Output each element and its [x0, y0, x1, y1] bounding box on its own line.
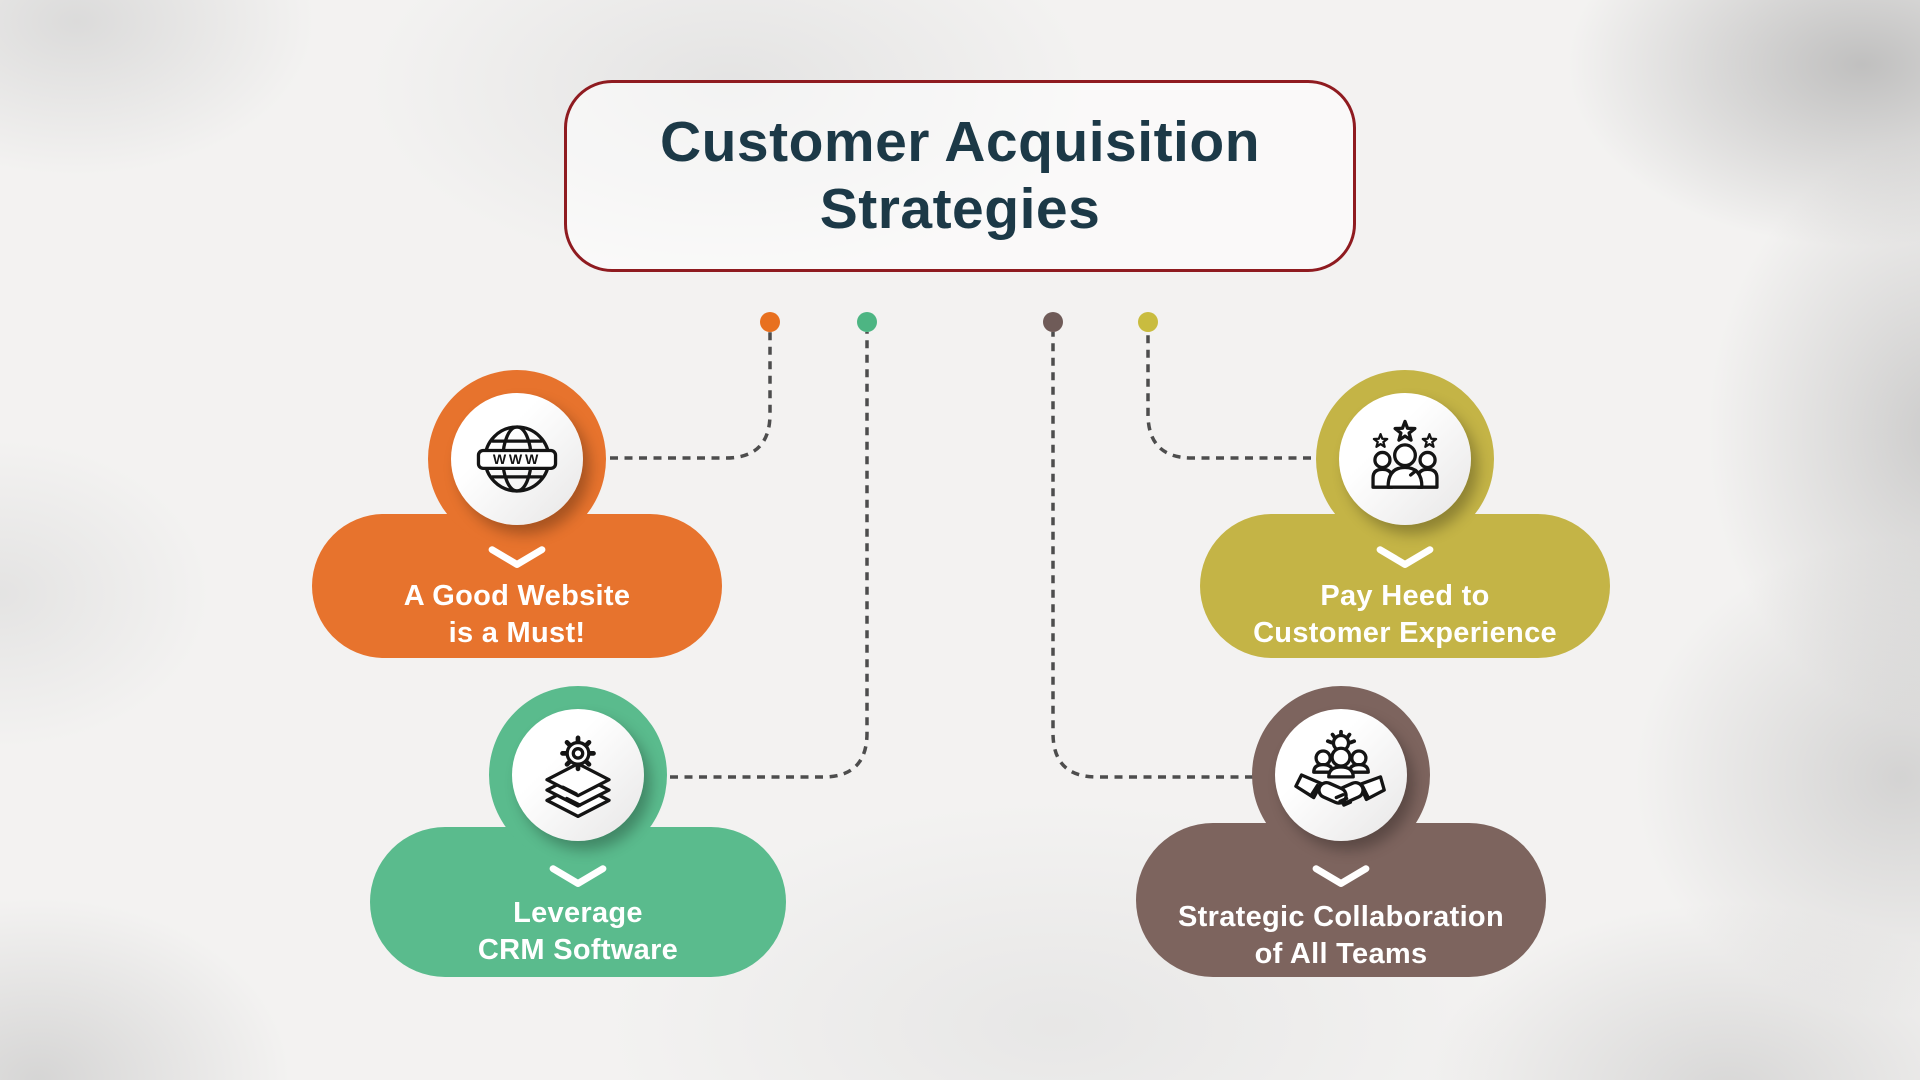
www-label: WWW — [493, 451, 541, 467]
strategy-card-experience: Pay Heed to Customer Experience — [1200, 370, 1610, 658]
experience-label-line-1: Pay Heed to — [1320, 580, 1490, 612]
strategy-card-crm: Leverage CRM Software — [370, 686, 786, 977]
teams-handshake-icon — [1294, 729, 1386, 807]
connector-website-dot — [760, 312, 780, 332]
connector-experience-line — [1146, 332, 1311, 460]
connector-website-line — [610, 332, 772, 460]
website-card-label: A Good Website is a Must! — [312, 578, 722, 652]
title-line-2: Strategies — [819, 177, 1101, 241]
crm-icon-disc — [512, 709, 644, 841]
strategy-card-website: WWW A Good Website is a Must! — [312, 370, 722, 658]
crm-label-line-1: Leverage — [513, 897, 643, 929]
chevron-down-icon — [549, 865, 607, 887]
collaboration-label-line-1: Strategic Collaboration — [1178, 901, 1504, 933]
experience-icon-disc — [1339, 393, 1471, 525]
crm-label-line-2: CRM Software — [477, 934, 679, 966]
website-label-line-2: is a Must! — [448, 617, 586, 649]
collaboration-card-label: Strategic Collaboration of All Teams — [1136, 899, 1546, 973]
website-label-line-1: A Good Website — [403, 580, 631, 612]
chevron-down-icon — [1376, 546, 1434, 568]
website-icon-disc: WWW — [451, 393, 583, 525]
title-box: Customer Acquisition Strategies — [564, 80, 1356, 272]
collaboration-icon-ring — [1252, 686, 1430, 864]
collaboration-label-line-2: of All Teams — [1254, 938, 1428, 970]
connector-collaboration-dot — [1043, 312, 1063, 332]
chevron-down-icon — [1312, 865, 1370, 887]
crm-card-label: Leverage CRM Software — [370, 895, 786, 969]
www-globe-icon: WWW — [476, 425, 558, 493]
strategy-card-collaboration: Strategic Collaboration of All Teams — [1136, 686, 1546, 977]
crm-icon-ring — [489, 686, 667, 864]
experience-label-line-2: Customer Experience — [1253, 617, 1557, 649]
title-line-1: Customer Acquisition — [659, 110, 1261, 174]
experience-card-label: Pay Heed to Customer Experience — [1200, 578, 1610, 652]
experience-icon-ring — [1316, 370, 1494, 548]
chevron-down-icon — [488, 546, 546, 568]
connector-crm-dot — [857, 312, 877, 332]
collaboration-icon-disc — [1275, 709, 1407, 841]
website-icon-ring: WWW — [428, 370, 606, 548]
connector-collaboration-line — [1051, 332, 1253, 779]
connector-crm-line — [670, 332, 869, 779]
customer-experience-stars-icon — [1371, 419, 1439, 489]
connector-experience-dot — [1138, 312, 1158, 332]
crm-layers-gear-icon — [545, 735, 611, 819]
